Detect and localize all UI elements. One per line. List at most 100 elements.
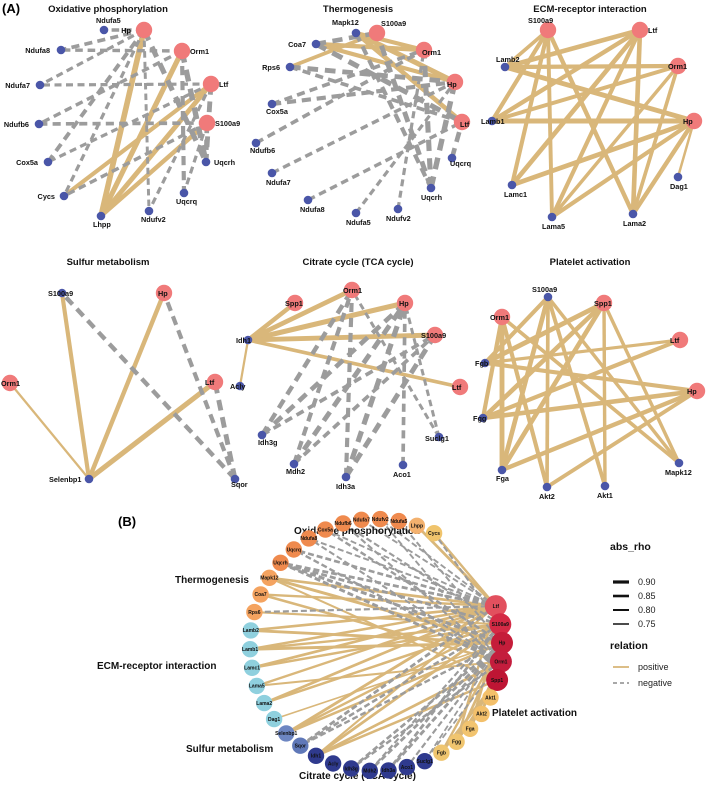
network-node — [500, 62, 510, 72]
node-label: Ltf — [670, 336, 680, 345]
network-edge — [142, 29, 151, 212]
network-edge — [350, 289, 441, 438]
network-edge — [421, 49, 434, 189]
network-node — [396, 294, 414, 312]
network-edge — [87, 379, 217, 482]
node-label: Lama5 — [542, 222, 565, 231]
circle-node-label: Fgg — [452, 740, 461, 746]
network-edge — [60, 28, 145, 52]
node-label: Cox5a — [16, 158, 39, 167]
circle-edge — [254, 605, 496, 614]
network-edge — [546, 29, 554, 218]
circle-node-label: Idh3a — [382, 768, 395, 774]
network-edge — [354, 30, 457, 85]
circle-node — [416, 753, 433, 770]
network-edge — [480, 316, 505, 419]
network-edge — [499, 296, 551, 471]
node-label: Ltf — [219, 80, 229, 89]
circle-edge — [293, 548, 497, 608]
network-node — [289, 459, 299, 469]
circle-node-label: Lhpp — [411, 524, 423, 530]
network-edge — [482, 338, 681, 420]
network-edge — [289, 64, 456, 85]
network-node — [343, 281, 361, 299]
network-node — [267, 99, 277, 109]
network-node — [303, 195, 313, 205]
network-edge — [62, 82, 213, 198]
network-node — [446, 73, 464, 91]
legend-negative-label: negative — [638, 678, 672, 688]
group-label-ecm-receptor-interaction: ECM-receptor interaction — [97, 661, 216, 672]
group-label-thermogenesis: Thermogenesis — [175, 575, 249, 586]
circle-edge — [433, 532, 497, 607]
panel-b-tag: (B) — [118, 514, 136, 529]
circle-node — [265, 710, 283, 728]
network-node — [311, 39, 321, 49]
panel-title: Sulfur metabolism — [67, 257, 150, 268]
circle-node-label: Spp1 — [491, 678, 503, 684]
network-node — [478, 413, 488, 423]
circle-node — [380, 762, 397, 779]
network-node — [202, 75, 220, 93]
circle-edge — [423, 642, 503, 762]
network-edge — [162, 292, 237, 480]
network-edge — [403, 302, 441, 438]
circle-node — [256, 694, 273, 712]
network-node — [426, 326, 444, 344]
node-label: Hp — [399, 299, 409, 308]
network-edge — [260, 288, 354, 437]
network-edge — [247, 300, 406, 343]
node-label: Orm1 — [668, 62, 687, 71]
circle-node-label: Coa7 — [254, 592, 266, 598]
circle-node — [390, 512, 407, 530]
node-label: Ltf — [205, 378, 215, 387]
node-label: Ndufa5 — [346, 218, 371, 227]
network-edge — [47, 82, 212, 164]
circle-node — [307, 747, 325, 764]
circle-edge — [342, 522, 502, 663]
network-node — [56, 45, 66, 55]
circle-node — [361, 762, 378, 779]
network-node — [543, 292, 553, 302]
network-edge — [247, 338, 461, 389]
network-node — [144, 206, 154, 216]
circle-node-label: Fgb — [437, 751, 446, 757]
node-label: Selenbp1 — [49, 475, 81, 484]
network-node — [398, 460, 408, 470]
network-node — [487, 116, 497, 126]
network-edge — [307, 120, 463, 202]
network-edge — [374, 32, 434, 189]
network-node — [173, 42, 191, 60]
circle-node — [461, 720, 479, 737]
panel-title: Citrate cycle (TCA cycle) — [302, 257, 413, 268]
node-label: Lamc1 — [504, 190, 527, 199]
network-node — [341, 472, 351, 482]
network-edge — [99, 82, 213, 218]
network-edge — [546, 296, 607, 487]
network-node — [285, 62, 295, 72]
group-label-platelet-activation: Platelet activation — [492, 708, 577, 719]
circle-edge — [324, 528, 503, 644]
group-label-sulfur-metabolism: Sulfur metabolism — [186, 744, 273, 755]
network-edge — [182, 122, 209, 194]
network-node — [434, 432, 444, 442]
network-edge — [60, 48, 183, 53]
network-edge — [504, 63, 679, 70]
circle-node — [489, 613, 512, 636]
node-label: Mapk12 — [332, 18, 359, 27]
node-label: Acly — [230, 382, 246, 391]
network-edge — [271, 80, 456, 175]
network-oxidative-phosphorylation: Oxidative phosphorylation HpOrm1LtfS100a… — [4, 4, 240, 229]
node-label: Cox5a — [266, 107, 289, 116]
network-node — [267, 168, 277, 178]
circle-node — [246, 603, 263, 621]
node-label: Hp — [121, 26, 131, 35]
node-label: Uqcrh — [421, 193, 442, 202]
node-label: Orm1 — [190, 47, 209, 56]
circle-node — [242, 622, 259, 639]
circle-node — [408, 517, 426, 534]
circle-node-label: Rps6 — [248, 610, 260, 616]
circle-edge — [308, 537, 497, 608]
